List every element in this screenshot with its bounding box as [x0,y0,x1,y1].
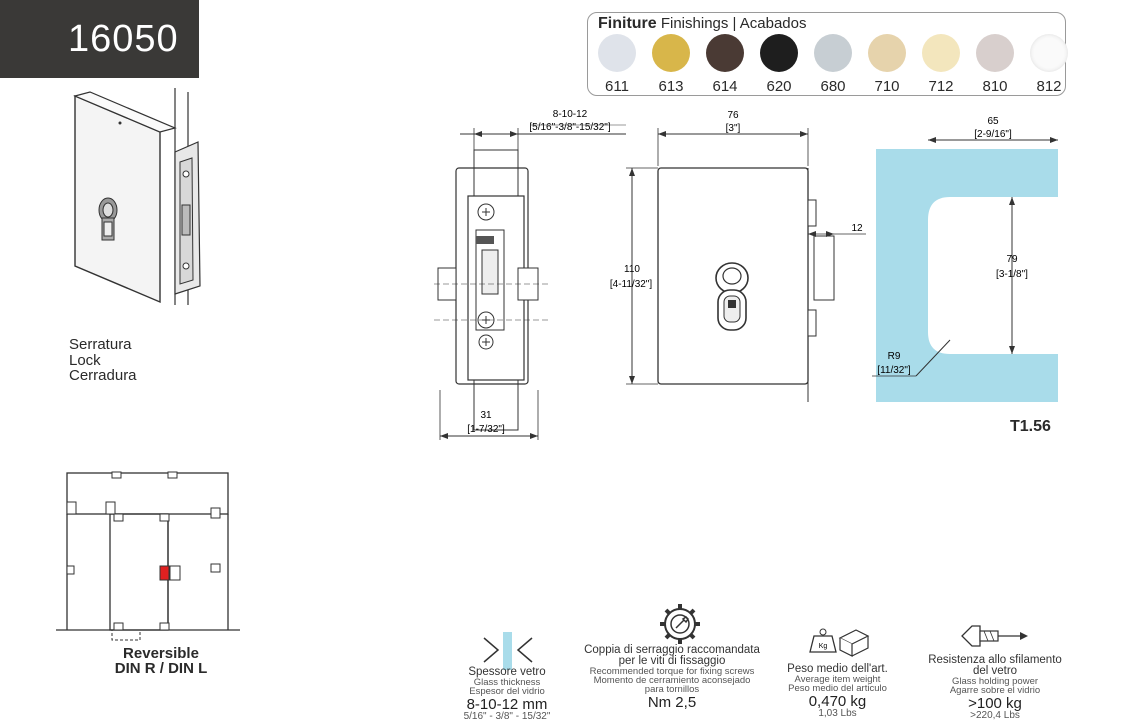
swatch-row: 611 613 614 620 680 710 712 810 812 [596,34,1070,95]
reversible-label: Reversible DIN R / DIN L [97,646,225,676]
finishes-title-rest: Finishings | Acabados [660,15,807,32]
spec-torque-value: Nm 2,5 [647,694,697,711]
finish-code: 614 [712,78,738,95]
finish-code: 710 [874,78,900,95]
dim-height-110: 110 [624,264,640,275]
spec-holding-it-2: del vetro [972,665,1018,677]
finish-swatch-812: 812 [1028,34,1070,95]
finish-swatch-712: 712 [920,34,962,95]
reversible-line2: DIN R / DIN L [114,660,208,677]
finish-color-dot [706,34,744,72]
spec-torque-it-1: Coppia di serraggio raccomandata [584,644,760,656]
dim-width-76: 76 [727,110,739,121]
spec-thickness-it: Spessore vetro [468,666,546,678]
reversible-line1: Reversible [123,645,199,662]
spec-weight-sub: 1,03 Lbs [818,708,857,719]
finish-swatch-680: 680 [812,34,854,95]
finish-swatch-710: 710 [866,34,908,95]
finish-color-dot [1030,34,1068,72]
product-code: 16050 [68,18,179,60]
glass-cutout-drawing: 65 [2-9/16"] 79 [3-1/8"] R9 [11/32"] [872,116,1058,402]
finish-code: 810 [982,78,1008,95]
weight-icon: Kg [809,628,870,657]
finish-color-dot [922,34,960,72]
spec-torque-en: Recommended torque for fixing screws [589,666,755,677]
finish-color-dot [976,34,1014,72]
product-code-badge: 16050 [0,0,199,78]
glass-holding-icon [961,625,1028,647]
spec-weight-es: Peso medio del articulo [788,683,887,694]
dim-depth-31: 31 [480,410,492,421]
spec-holding-sub: >220,4 Lbs [970,710,1020,721]
spec-torque-es-2: para tornillos [644,684,700,695]
spec-thickness-en: Glass thickness [473,677,541,688]
front-view-drawing: 76 [3"] 110 [4-11/32"] 12 [610,110,866,402]
finish-code: 712 [928,78,954,95]
finish-swatch-614: 614 [704,34,746,95]
side-view-drawing: 8-10-12 [5/16"-3/8"-15/32"] 31 [1-7/32"] [434,109,626,440]
spec-holding-es: Agarre sobre el vidrio [949,685,1041,696]
dim-cut-79: 79 [1006,254,1018,265]
spec-weight: Peso medio dell'art. Average item weight… [770,663,905,719]
lock-label: Serratura Lock Cerradura [69,337,137,384]
finish-swatch-613: 613 [650,34,692,95]
lock-label-it: Serratura [69,336,132,353]
spec-weight-value: 0,470 kg [808,693,867,710]
dim-radius-r9-in: [11/32"] [877,365,911,376]
finish-swatch-810: 810 [974,34,1016,95]
finish-code: 613 [658,78,684,95]
finish-color-dot [760,34,798,72]
dim-cut-65-in: [2-9/16"] [974,129,1012,140]
finish-code: 680 [820,78,846,95]
dim-radius-r9: R9 [888,351,901,362]
dim-height-110-in: [4-11/32"] [610,279,653,290]
finish-color-dot [868,34,906,72]
dim-depth-31-in: [1-7/32"] [467,424,505,435]
finish-code: 611 [605,78,629,95]
finish-swatch-620: 620 [758,34,800,95]
lock-perspective-illustration [73,88,201,305]
spec-thickness-value: 8-10-12 mm [466,696,548,713]
spec-thickness-es: Espesor del vidrio [469,686,545,697]
spec-weight-it: Peso medio dell'art. [787,663,888,675]
lock-label-es: Cerradura [69,367,137,384]
spec-holding-value: >100 kg [968,695,1022,712]
gear-icon [660,604,700,644]
cutout-code: T1.56 [1010,418,1051,435]
lock-label-en: Lock [69,351,101,369]
door-plan-diagram [56,471,240,641]
spec-weight-en: Average item weight [794,674,881,685]
dim-glass-top-in: [5/16"-3/8"-15/32"] [529,122,610,133]
finish-color-dot [652,34,690,72]
spec-holding-it-1: Resistenza allo sfilamento [928,654,1062,666]
dim-cut-65: 65 [987,116,999,127]
spec-thickness: Spessore vetro Glass thickness Espesor d… [437,666,577,722]
spec-torque-it-2: per le viti di fissaggio [618,655,726,667]
finish-code: 812 [1036,78,1062,95]
dim-width-76-in: [3"] [726,123,741,134]
finishes-panel: Finiture Finishings | Acabados 611 613 614… [587,12,1068,96]
finish-code: 620 [766,78,792,95]
spec-torque: Coppia di serraggio raccomandata per le … [567,644,777,711]
spec-torque-es-1: Momento de cerramiento aconsejado [593,675,751,686]
dim-glass-top: 8-10-12 [553,109,588,120]
dim-cut-79-in: [3-1/8"] [996,269,1028,280]
glass-thickness-icon [483,632,533,670]
spec-thickness-sub: 5/16" - 3/8" - 15/32" [463,711,551,722]
spec-holding: Resistenza allo sfilamento del vetro Gla… [920,654,1070,721]
finishes-title-bold: Finiture [598,15,657,32]
spec-holding-en: Glass holding power [951,676,1039,687]
lock-position-marker [159,565,170,581]
dim-depth-12: 12 [851,223,863,234]
finishes-title: Finiture Finishings | Acabados [598,15,807,33]
finish-color-dot [814,34,852,72]
weight-icon-label: Kg [819,643,828,650]
finish-swatch-611: 611 [596,34,638,95]
finish-color-dot [598,34,636,72]
